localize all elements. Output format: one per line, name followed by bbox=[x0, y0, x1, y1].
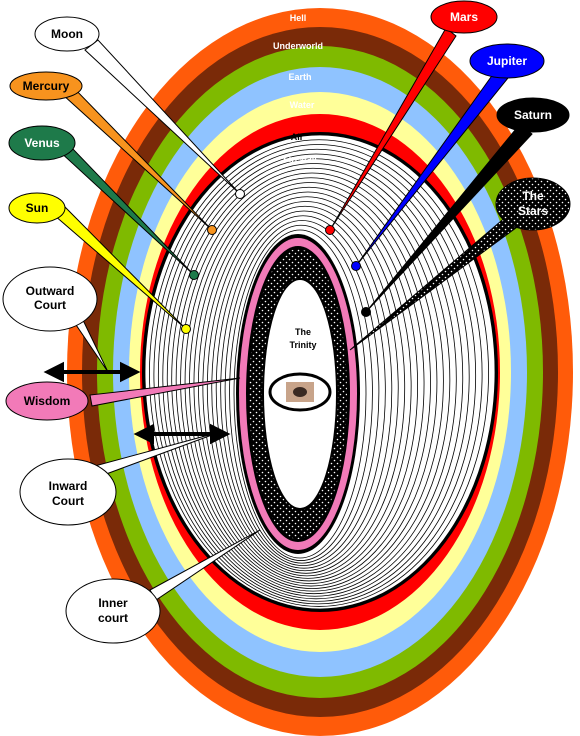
trinity-label-1: The bbox=[295, 327, 311, 337]
stars-bubble-label-2: Stars bbox=[518, 204, 548, 218]
ring-label-water: Water bbox=[290, 100, 315, 110]
inward-court-arrow bbox=[133, 423, 231, 445]
sun-dot bbox=[181, 324, 191, 334]
ring-label-underworld: Underworld bbox=[273, 41, 323, 51]
wisdom-bubble-label: Wisdom bbox=[24, 394, 71, 408]
stars-bubble-label-1: The bbox=[522, 189, 544, 203]
inward-court-label-2: Court bbox=[52, 494, 84, 508]
moon-bubble bbox=[34, 16, 100, 52]
saturn-bubble-label: Saturn bbox=[514, 108, 552, 122]
sun-bubble-label: Sun bbox=[26, 201, 49, 215]
outward-court-label-1: Outward bbox=[26, 284, 75, 298]
mars-dot bbox=[325, 225, 335, 235]
ring-label-hell: Hell bbox=[290, 13, 307, 23]
mars-bubble bbox=[430, 0, 498, 34]
sun-bubble bbox=[8, 192, 66, 224]
mercury-bubble-label: Mercury bbox=[23, 79, 70, 93]
outward-court-bubble bbox=[2, 266, 98, 332]
venus-bubble bbox=[8, 125, 76, 161]
trinity-label-2: Trinity bbox=[289, 340, 316, 350]
moon-dot bbox=[235, 189, 245, 199]
mercury-dot bbox=[207, 225, 217, 235]
inner-court-bubble bbox=[65, 578, 161, 644]
jupiter-bubble bbox=[469, 43, 545, 79]
venus-bubble-label: Venus bbox=[24, 136, 60, 150]
saturn-dot bbox=[361, 307, 371, 317]
stars-bubble bbox=[495, 177, 571, 231]
mercury-bubble bbox=[9, 71, 83, 101]
inward-court-bubble bbox=[19, 458, 117, 526]
moon-bubble-label: Moon bbox=[51, 27, 83, 41]
jupiter-dot bbox=[351, 261, 361, 271]
outward-court-arrow bbox=[43, 361, 141, 383]
inward-court-label-1: Inward bbox=[49, 479, 88, 493]
saturn-bubble bbox=[496, 97, 570, 133]
inner-court-label-2: court bbox=[98, 611, 128, 625]
wisdom-bubble bbox=[5, 381, 89, 421]
ring-label-firewall: Firewall bbox=[283, 154, 317, 164]
venus-dot bbox=[189, 270, 199, 280]
jupiter-bubble-label: Jupiter bbox=[487, 54, 527, 68]
ring-label-earth: Earth bbox=[288, 72, 311, 82]
inner-court-label-1: Inner bbox=[98, 596, 128, 610]
ring-label-air: Air bbox=[291, 132, 304, 142]
mars-bubble-label: Mars bbox=[450, 10, 478, 24]
wisdom-pointer bbox=[89, 377, 241, 407]
outward-court-label-2: Court bbox=[34, 298, 66, 312]
eye-pupil-icon bbox=[293, 387, 307, 397]
